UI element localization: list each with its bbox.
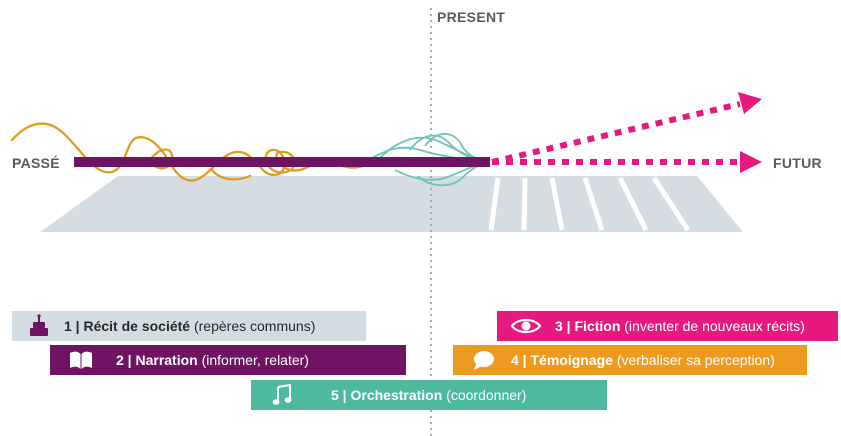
cake-icon xyxy=(24,311,54,341)
future-arrow-head-lower xyxy=(740,151,762,173)
future-arrows xyxy=(491,92,762,173)
future-label: FUTUR xyxy=(773,155,822,171)
bar-recit-title: 1 | Récit de société xyxy=(64,318,191,334)
ground-plane xyxy=(40,176,743,232)
bar-recit-detail: (repères communs) xyxy=(193,318,316,334)
bar-temoignage-title: 4 | Témoignage xyxy=(511,352,613,368)
bar-orchestration-detail: (coordonner) xyxy=(446,387,527,403)
future-arrow-head-upper xyxy=(738,92,762,114)
bar-narration-title: 2 | Narration xyxy=(116,352,198,368)
bar-narration: 2 | Narration (informer, relater) xyxy=(50,345,406,375)
music-note-icon xyxy=(267,380,297,410)
past-thread xyxy=(10,122,364,182)
ground-stripes xyxy=(488,176,691,232)
past-label: PASSÉ xyxy=(12,155,60,171)
bar-temoignage: 4 | Témoignage (verbaliser sa perception… xyxy=(453,345,807,375)
bar-orchestration-title: 5 | Orchestration xyxy=(331,387,443,403)
bar-fiction: 3 | Fiction (inventer de nouveaux récits… xyxy=(497,311,838,341)
bar-narration-detail: (informer, relater) xyxy=(201,352,309,368)
present-label: PRESENT xyxy=(437,9,506,25)
speech-bubble-icon xyxy=(469,345,499,375)
bar-fiction-title: 3 | Fiction xyxy=(555,318,621,334)
eye-icon xyxy=(511,311,541,341)
bar-orchestration: 5 | Orchestration (coordonner) xyxy=(251,380,607,410)
bar-temoignage-detail: (verbaliser sa perception) xyxy=(616,352,775,368)
bar-fiction-detail: (inventer de nouveaux récits) xyxy=(624,318,805,334)
book-icon xyxy=(66,345,96,375)
bar-recit-de-societe: 1 | Récit de société (repères communs) xyxy=(12,311,366,341)
